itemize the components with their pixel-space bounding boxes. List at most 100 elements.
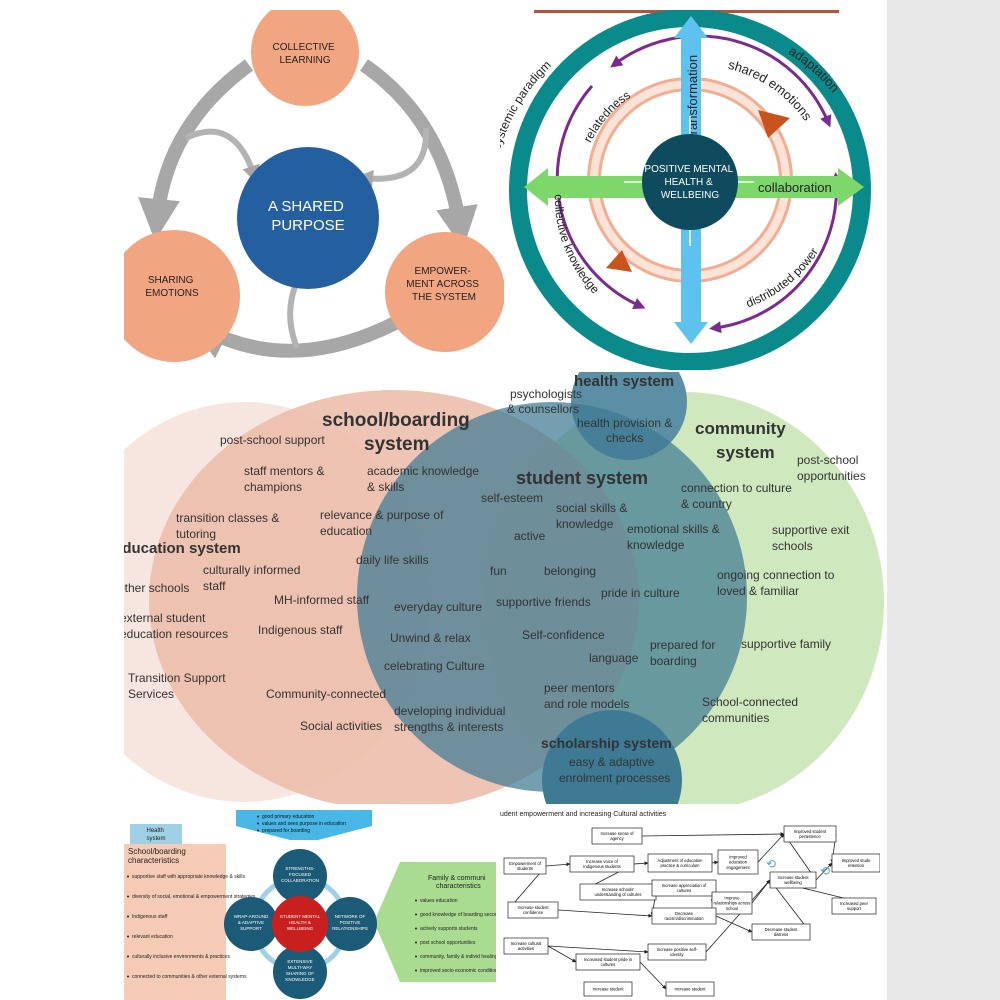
- cycle-arrow-top-left: [138, 59, 254, 241]
- school-item: Community-connected: [266, 687, 386, 701]
- vertical-arrow-up: [674, 16, 708, 38]
- transformation-label: transformation: [685, 55, 700, 138]
- causal-box-label: Increase positive self-identity: [657, 947, 698, 957]
- cycle-arrow-bottom: [187, 308, 414, 359]
- scholarship-item: easy & adaptive enrolment processes: [559, 755, 670, 785]
- inner-arrow-left: [184, 128, 260, 184]
- ring-arrow-bottom-left: [606, 250, 632, 272]
- student-system-title: student system: [516, 468, 648, 488]
- bullet-dot: [415, 941, 417, 944]
- center-small-arrows: [624, 116, 754, 246]
- bullet-dot: [257, 822, 259, 825]
- causal-diagram-title: udent empowerment and increasing Cultura…: [500, 811, 667, 818]
- causal-box-label: Increase student: [675, 987, 707, 992]
- vertical-arrow-down: [674, 322, 708, 344]
- school-item: post-school support: [220, 433, 325, 447]
- student-item: active: [514, 529, 546, 543]
- ring-arrow-top-right: [758, 110, 790, 138]
- school-item: academic knowledge& skills: [367, 464, 479, 494]
- collective-learning-line2: LEARNING: [279, 55, 330, 66]
- causal-box: [507, 901, 559, 919]
- psychologists-item: psychologists & counsellors: [507, 387, 585, 416]
- student-item: social skills &knowledge: [556, 501, 627, 531]
- causal-box: [831, 853, 880, 873]
- school-characteristic-item: Indigenous staff: [132, 914, 168, 920]
- causal-arrow: [547, 945, 649, 954]
- bullet-dot: [127, 975, 129, 978]
- causal-box: [575, 953, 641, 971]
- health-system-title: health system: [574, 373, 674, 390]
- causal-arrow: [711, 860, 719, 865]
- collaboration-label: collaboration: [758, 180, 832, 195]
- empowerment-circle: [385, 232, 504, 352]
- svg-text:SHARING EMOTIONS: SHARING EMOTIONS: [145, 275, 199, 299]
- causal-box: [591, 827, 643, 845]
- loop-symbol-2: ⟲: [820, 864, 830, 878]
- bullet-dot: [415, 913, 417, 916]
- student-item: emotional skills &knowledge: [627, 522, 720, 552]
- top-characteristic-item: good primary education: [262, 814, 314, 820]
- causal-box: [717, 849, 759, 875]
- svg-text:COLLECTIVE LEARNING: COLLECTIVE LEARNING: [272, 42, 337, 66]
- bullet-dot: [415, 969, 417, 972]
- school-system-title: school/boarding system: [322, 410, 475, 455]
- causal-arrow: [769, 879, 811, 933]
- causal-box: [583, 981, 633, 997]
- family-characteristic-item: community, family & individ healing & we…: [420, 954, 496, 960]
- family-characteristic-item: actively supports students: [420, 926, 478, 932]
- scholarship-system-title: scholarship system: [541, 735, 672, 751]
- causal-box: [647, 943, 707, 961]
- causal-box: [569, 855, 635, 873]
- svg-text:A SHARED PURPOSE: A SHARED PURPOSE: [268, 198, 348, 234]
- family-characteristics-panel: [374, 862, 496, 982]
- sharing-emotions-line2: EMOTIONS: [145, 288, 199, 299]
- wellbeing-center-circle: [642, 134, 738, 230]
- wellbeing-line1: POSITIVE MENTAL: [644, 164, 733, 175]
- inner-arrow-right: [355, 127, 430, 188]
- collective-learning-circle: [251, 10, 359, 106]
- empowerment-line3: THE SYSTEM: [412, 292, 476, 303]
- loop-symbol-1: ⟲: [766, 857, 776, 871]
- knowledge-circle: [273, 945, 327, 999]
- causal-box-label: Increase schools'understanding of cultur…: [594, 887, 641, 897]
- causal-arrow: [633, 861, 649, 866]
- causal-arrow: [547, 945, 577, 963]
- school-characteristic-item: supportive staff with appropriate knowle…: [132, 874, 246, 880]
- causal-box: [711, 891, 753, 915]
- student-item: Unwind & relax: [390, 631, 471, 645]
- top-characteristic-item: values and sees purpose in education: [262, 821, 346, 827]
- student-item: everyday culture: [394, 600, 482, 614]
- student-item: language: [589, 651, 639, 665]
- systems-venn-diagram: health system psychologists & counsellor…: [124, 372, 887, 804]
- wellbeing-line3: WELLBEING: [661, 190, 720, 201]
- bullet-dot: [257, 815, 259, 818]
- right-gray-margin: [887, 0, 1000, 1000]
- svg-text:EMPOWER- MENT ACROSS: EMPOWER- MENT ACROSS THE SYSTEM: [406, 266, 481, 303]
- family-characteristics-heading: Family & communi characteristics: [428, 875, 488, 890]
- community-item: connection to culture& country: [681, 481, 792, 511]
- bullet-dot: [257, 829, 259, 832]
- strengths-circle: [273, 849, 327, 903]
- causal-arrow: [641, 832, 785, 837]
- health-system-box-line1: Health: [146, 828, 163, 834]
- causal-box: [503, 937, 549, 955]
